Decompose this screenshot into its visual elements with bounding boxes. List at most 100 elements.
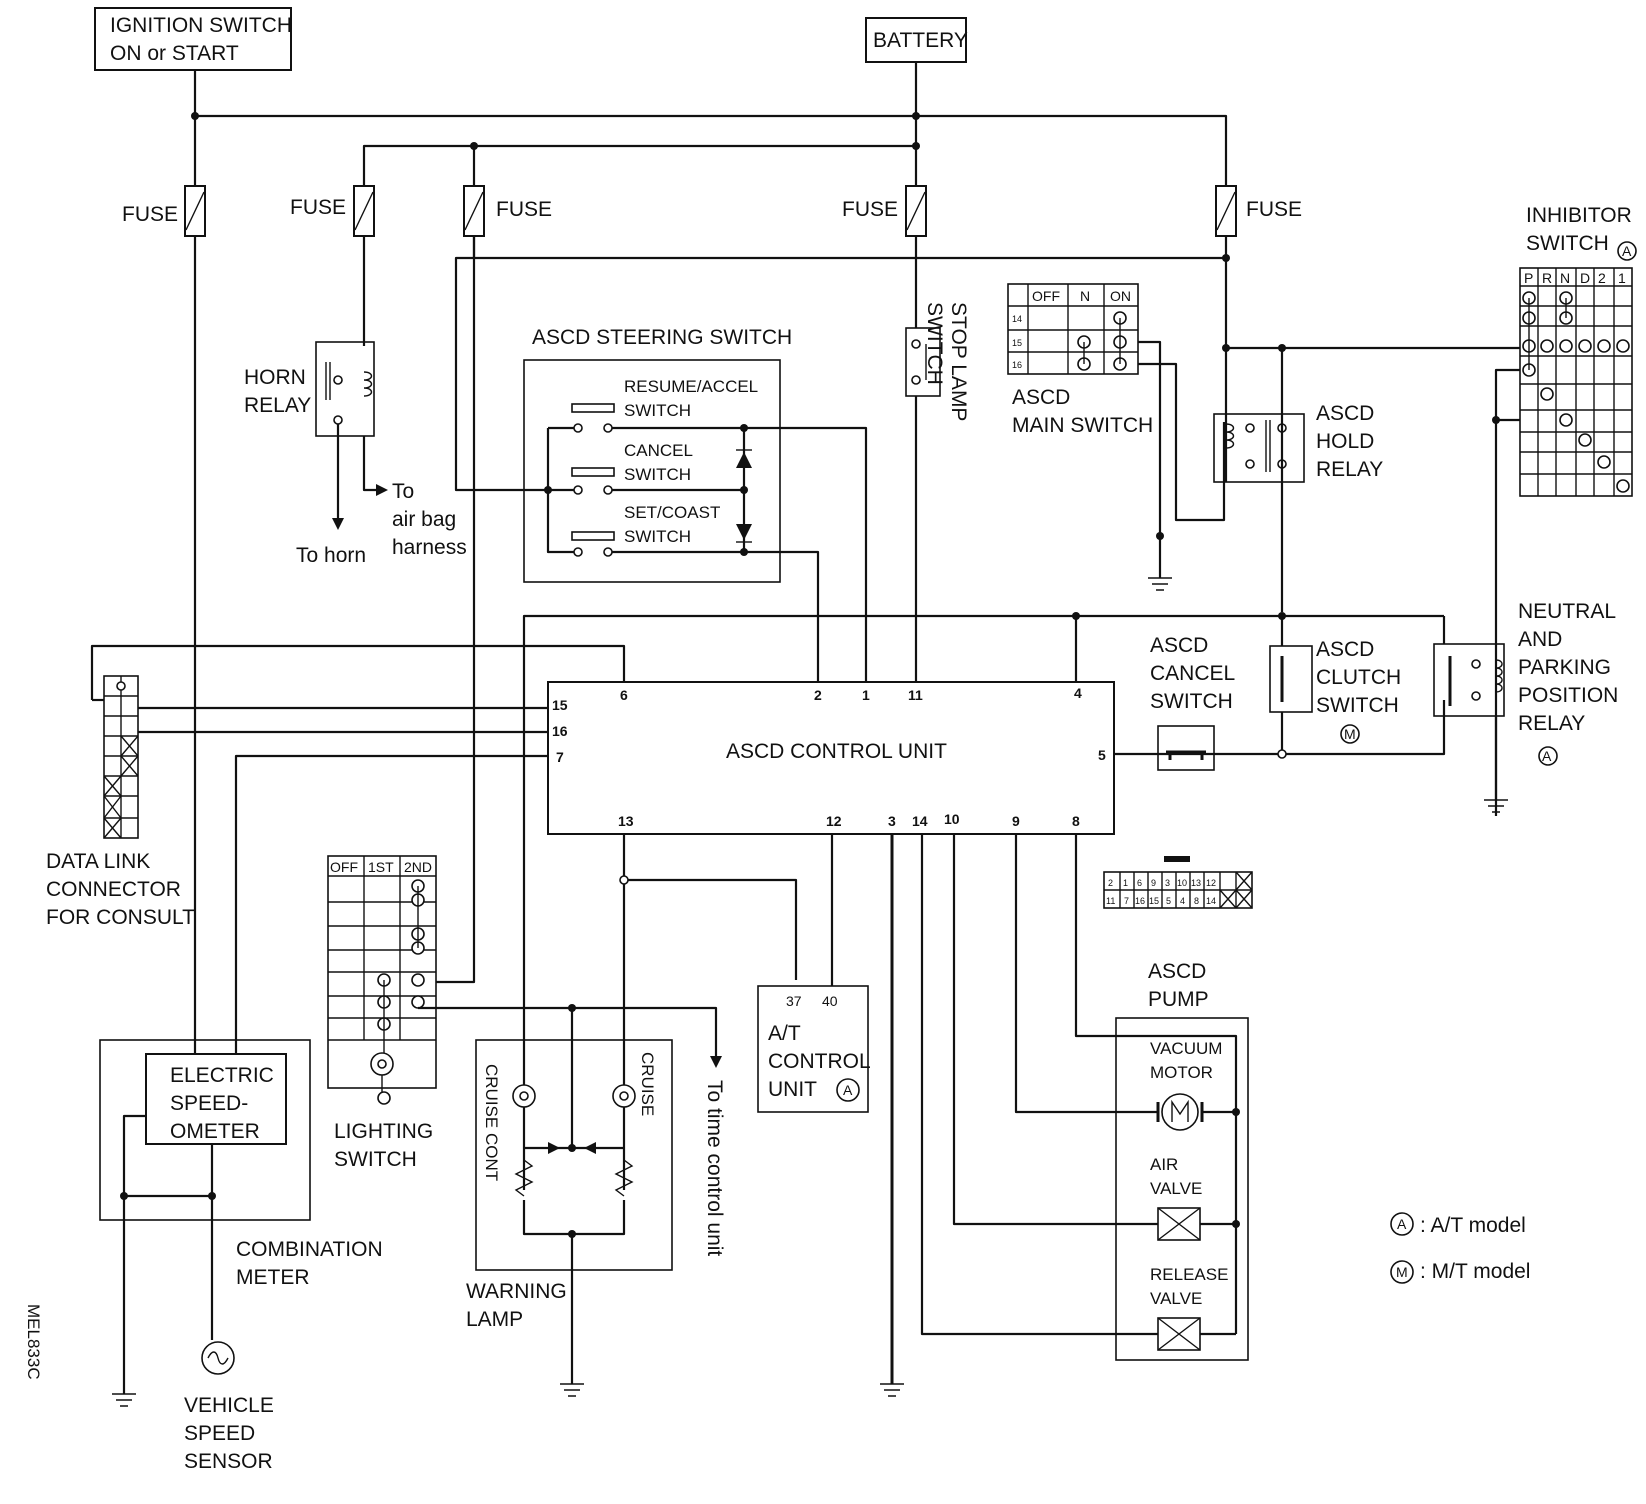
lighting-switch-label-2: SWITCH xyxy=(334,1148,417,1171)
hold-relay-label-2: HOLD xyxy=(1316,430,1374,453)
pin-16: 16 xyxy=(552,723,568,739)
pin-7: 7 xyxy=(556,749,564,765)
stop-lamp-box xyxy=(905,327,941,397)
svg-text:FUSE: FUSE xyxy=(290,196,346,219)
np-relay-label-3: PARKING xyxy=(1518,656,1611,679)
svg-text:OFF: OFF xyxy=(1032,288,1060,304)
legend-mt-mark xyxy=(1390,1260,1414,1284)
battery-bus xyxy=(362,144,916,188)
at-unit-at-letter: A xyxy=(843,1082,853,1098)
pin8-pump-feed xyxy=(1074,834,1238,1336)
svg-text:FUSE: FUSE xyxy=(842,198,898,221)
pin-3: 3 xyxy=(888,813,896,829)
cancel-switch-box xyxy=(1157,725,1215,771)
speedo-label-3: OMETER xyxy=(170,1120,260,1143)
at-unit-label-1: A/T xyxy=(768,1022,801,1045)
speedo-label-1: ELECTRIC xyxy=(170,1064,274,1087)
pin7-wire xyxy=(234,754,548,1056)
svg-text:1: 1 xyxy=(1123,878,1128,888)
to-airbag-label-3: harness xyxy=(392,536,467,559)
horn-relay-label-1: HORN xyxy=(244,366,306,389)
pin9-wire xyxy=(1014,834,1158,1114)
steering-switch-title: ASCD STEERING SWITCH xyxy=(532,326,792,349)
dl-pins-15-16 xyxy=(138,706,548,734)
svg-text:11: 11 xyxy=(1106,896,1115,906)
figure-code: MEL833C xyxy=(24,1304,43,1380)
svg-text:13: 13 xyxy=(1191,878,1201,888)
steering-feed xyxy=(454,256,548,492)
data-link-label-3: FOR CONSULT xyxy=(46,906,195,929)
data-link-label-1: DATA LINK xyxy=(46,850,150,873)
cancel-switch-steering: CANCEL SWITCH xyxy=(571,441,693,495)
to-airbag-wire xyxy=(362,436,378,492)
stop-lamp-label-1: STOP LAMP xyxy=(947,302,970,421)
np-relay-at-mark xyxy=(1538,746,1558,766)
cancel-switch-label-1: ASCD xyxy=(1150,634,1208,657)
svg-text:15: 15 xyxy=(1149,896,1159,906)
fuse-4: FUSE xyxy=(842,185,927,237)
warning-lamp-label-1: WARNING xyxy=(466,1280,567,1303)
pin-13: 13 xyxy=(618,813,634,829)
hold-relay-label-3: RELAY xyxy=(1316,458,1383,481)
svg-text:SWITCH: SWITCH xyxy=(624,465,691,484)
set-coast-switch: SET/COAST SWITCH xyxy=(571,503,720,557)
stop-lamp-label-2: SWITCH xyxy=(923,302,946,385)
horn-relay-label-2: RELAY xyxy=(244,394,311,417)
warning-lamp-center xyxy=(522,1008,626,1190)
pin-11: 11 xyxy=(908,687,923,703)
at-pin-37: 37 xyxy=(786,993,802,1009)
vacuum-motor-label-2: MOTOR xyxy=(1150,1063,1213,1082)
svg-text:12: 12 xyxy=(1206,878,1216,888)
cancel-switch-label-3: SWITCH xyxy=(1150,690,1233,713)
svg-text:1: 1 xyxy=(1618,270,1626,286)
speed-sensor-label-2: SPEED xyxy=(184,1422,255,1445)
pin-15: 15 xyxy=(552,697,568,713)
steering-pin1 xyxy=(744,426,868,682)
at-control-unit xyxy=(757,985,869,1113)
to-time-control-wire xyxy=(418,1006,718,1058)
pin-8: 8 xyxy=(1072,813,1080,829)
clutch-switch-label-1: ASCD xyxy=(1316,638,1374,661)
vacuum-motor-icon xyxy=(1161,1093,1199,1131)
np-relay-label-5: RELAY xyxy=(1518,712,1585,735)
svg-text:8: 8 xyxy=(1194,896,1199,906)
pin4-bus xyxy=(522,614,1282,1030)
fuse-1: FUSE xyxy=(122,185,206,237)
svg-text:14: 14 xyxy=(1206,896,1216,906)
pin10-wire xyxy=(952,834,1158,1226)
pin-1: 1 xyxy=(862,687,870,703)
combination-meter-label-1: COMBINATION xyxy=(236,1238,383,1261)
svg-text:CANCEL: CANCEL xyxy=(624,441,693,460)
svg-text:ON: ON xyxy=(1110,288,1131,304)
cruise-cont-label: CRUISE CONT xyxy=(482,1064,501,1181)
speedo-ground xyxy=(122,1114,146,1394)
svg-text:P: P xyxy=(1524,270,1533,286)
pin-14: 14 xyxy=(912,813,928,829)
svg-text:10: 10 xyxy=(1177,878,1187,888)
svg-text:SET/COAST: SET/COAST xyxy=(624,503,720,522)
pin14-wire xyxy=(920,834,1158,1336)
ignition-label-2: ON or START xyxy=(110,42,239,65)
pin-9: 9 xyxy=(1012,813,1020,829)
combination-meter-label-2: METER xyxy=(236,1266,310,1289)
vacuum-motor-label-1: VACUUM xyxy=(1150,1039,1222,1058)
pump-label-1: ASCD xyxy=(1148,960,1206,983)
pin-12: 12 xyxy=(826,813,842,829)
clutch-mt-mark xyxy=(1340,724,1360,744)
pin5-wire xyxy=(1114,700,1446,756)
release-valve-label-1: RELEASE xyxy=(1150,1265,1228,1284)
fuse3-to-hold xyxy=(472,236,1226,260)
svg-text:OFF: OFF xyxy=(330,859,358,875)
svg-text:2: 2 xyxy=(1598,270,1606,286)
time-control-label: To time control unit xyxy=(703,1080,726,1256)
np-relay-label-1: NEUTRAL xyxy=(1518,600,1616,623)
svg-text:FUSE: FUSE xyxy=(496,198,552,221)
ignition-label-1: IGNITION SWITCH xyxy=(110,14,292,37)
legend-at-letter: A xyxy=(1397,1216,1407,1232)
battery-label: BATTERY xyxy=(873,29,968,52)
hold-relay-label-1: ASCD xyxy=(1316,402,1374,425)
svg-text:1ST: 1ST xyxy=(368,859,394,875)
inhibitor-label-2: SWITCH xyxy=(1526,232,1609,255)
horn-relay-box xyxy=(315,341,375,437)
